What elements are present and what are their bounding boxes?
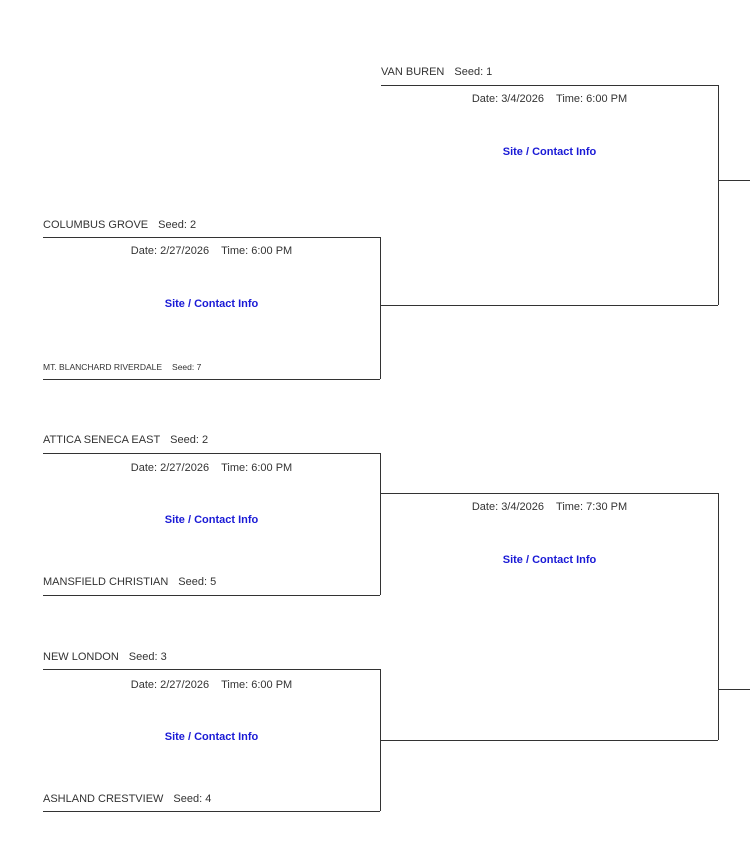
team-ashland-crestview: ASHLAND CRESTVIEW Seed: 4 — [43, 793, 211, 805]
game-date: Date: 2/27/2026 — [130, 679, 210, 691]
team-name: MT. BLANCHARD RIVERDALE — [43, 362, 163, 372]
site-contact-link[interactable]: Site / Contact Info — [164, 731, 259, 743]
game-date-time: Date: 3/4/2026 Time: 7:30 PM — [381, 501, 718, 513]
team-name: NEW LONDON — [43, 651, 119, 663]
team-seed: Seed: 7 — [172, 362, 202, 372]
game-time: Time: 6:00 PM — [556, 93, 628, 105]
team-name: VAN BUREN — [381, 66, 445, 78]
bracket-line — [718, 85, 719, 305]
game-time: Time: 6:00 PM — [221, 462, 293, 474]
team-mt-blanchard-riverdale: MT. BLANCHARD RIVERDALE Seed: 7 — [43, 362, 201, 372]
site-contact-link[interactable]: Site / Contact Info — [164, 514, 259, 526]
team-attica-seneca-east: ATTICA SENECA EAST Seed: 2 — [43, 434, 208, 446]
bracket-line — [718, 493, 719, 740]
game-date-time: Date: 2/27/2026 Time: 6:00 PM — [43, 462, 380, 474]
bracket-line — [43, 811, 380, 812]
bracket-line — [718, 180, 750, 181]
bracket-line — [380, 740, 718, 741]
team-name: COLUMBUS GROVE — [43, 219, 149, 231]
bracket-line — [43, 237, 380, 238]
team-name: ASHLAND CRESTVIEW — [43, 793, 164, 805]
game-date: Date: 3/4/2026 — [471, 93, 545, 105]
team-name: MANSFIELD CHRISTIAN — [43, 576, 169, 588]
site-contact-link[interactable]: Site / Contact Info — [164, 298, 259, 310]
team-van-buren: VAN BUREN Seed: 1 — [381, 66, 492, 78]
bracket-line — [380, 669, 381, 811]
team-seed: Seed: 2 — [170, 434, 209, 446]
site-contact-link[interactable]: Site / Contact Info — [502, 146, 597, 158]
bracket-line — [381, 85, 718, 86]
team-seed: Seed: 4 — [173, 793, 212, 805]
bracket-line — [380, 305, 718, 306]
game-date: Date: 2/27/2026 — [130, 462, 210, 474]
bracket-line — [43, 453, 380, 454]
bracket-line — [380, 237, 381, 379]
team-name: ATTICA SENECA EAST — [43, 434, 161, 446]
game-time: Time: 6:00 PM — [221, 245, 293, 257]
site-contact-link[interactable]: Site / Contact Info — [502, 554, 597, 566]
bracket-line — [43, 595, 380, 596]
bracket-line — [380, 493, 718, 494]
team-columbus-grove: COLUMBUS GROVE Seed: 2 — [43, 219, 196, 231]
game-time: Time: 7:30 PM — [556, 501, 628, 513]
bracket-line — [43, 379, 380, 380]
team-seed: Seed: 3 — [128, 651, 167, 663]
bracket-line — [718, 689, 750, 690]
team-seed: Seed: 1 — [454, 66, 493, 78]
game-date-time: Date: 2/27/2026 Time: 6:00 PM — [43, 245, 380, 257]
team-new-london: NEW LONDON Seed: 3 — [43, 651, 167, 663]
bracket-line — [380, 453, 381, 595]
team-seed: Seed: 5 — [178, 576, 217, 588]
game-time: Time: 6:00 PM — [221, 679, 293, 691]
game-date: Date: 2/27/2026 — [130, 245, 210, 257]
game-date: Date: 3/4/2026 — [471, 501, 545, 513]
team-mansfield-christian: MANSFIELD CHRISTIAN Seed: 5 — [43, 576, 216, 588]
team-seed: Seed: 2 — [158, 219, 197, 231]
game-date-time: Date: 3/4/2026 Time: 6:00 PM — [381, 93, 718, 105]
bracket-line — [43, 669, 380, 670]
game-date-time: Date: 2/27/2026 Time: 6:00 PM — [43, 679, 380, 691]
